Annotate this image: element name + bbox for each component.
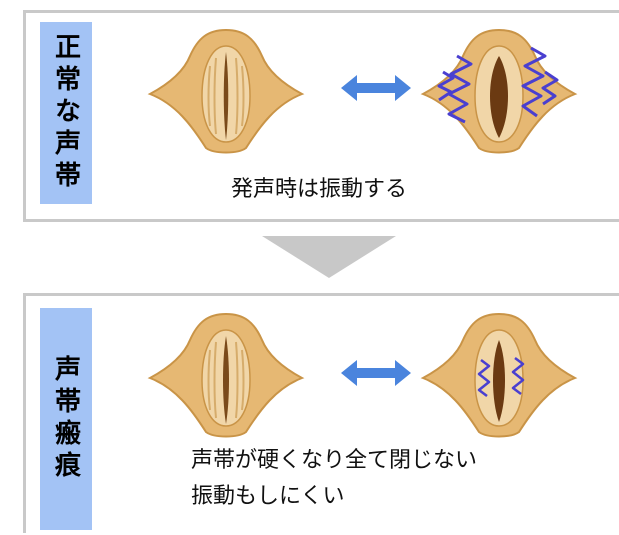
larynx-vibrating-image [420, 28, 578, 154]
panel-caption-line2: 振動もしにくい [191, 484, 345, 509]
larynx-weak-vibration-image [420, 312, 578, 438]
scarred-vocal-cords-panel: 声帯瘢痕 声帯が硬くなり全て閉じない 振動もしにくい [23, 293, 619, 533]
panel-label: 正常な声帯 [50, 33, 81, 193]
double-arrow-icon [341, 75, 411, 101]
larynx-closed-image [147, 28, 305, 154]
panel-caption: 発声時は振動する [231, 177, 408, 202]
panel-label-box: 正常な声帯 [40, 22, 92, 204]
panel-label: 声帯瘢痕 [50, 355, 81, 483]
larynx-closed-image [147, 312, 305, 438]
panel-label-box: 声帯瘢痕 [40, 308, 92, 530]
panel-caption-line1: 声帯が硬くなり全て閉じない [191, 448, 478, 473]
normal-vocal-cords-panel: 正常な声帯 発声時は振動する [23, 10, 619, 222]
double-arrow-icon [341, 360, 411, 386]
chevron-down-icon [262, 236, 396, 278]
